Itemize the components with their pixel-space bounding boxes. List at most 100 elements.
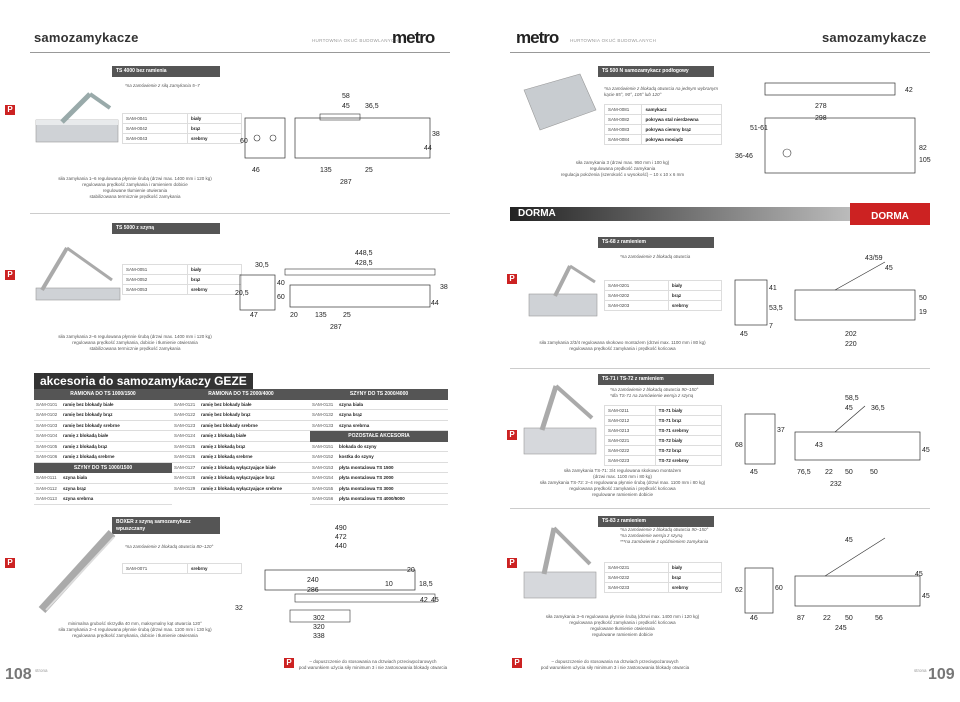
dorma-band-label: DORMA bbox=[518, 208, 556, 219]
accessory-name: ramię z blokadą wyłączyające białe bbox=[201, 464, 276, 470]
dim-label: 25 bbox=[365, 167, 373, 174]
ts83-note3: ***na zamówienie z opóźnieniem zamykania bbox=[620, 539, 709, 544]
ts68-desc: siła zamykania 2/3/4 regulowana skokowo … bbox=[539, 340, 706, 351]
accessory-code: SAM-0156 bbox=[312, 496, 334, 502]
fire-legend-left: – dopuszczenie do stosowania na drzwiach… bbox=[298, 659, 448, 670]
dim-label: 46 bbox=[252, 167, 260, 174]
dim-label: 448,5 bbox=[355, 250, 373, 257]
dim-label: 50 bbox=[845, 469, 853, 476]
acc-col-header: SZYNY DO TS 2000/4000 bbox=[310, 389, 448, 400]
ts83-drawing: 45 45 60 62 46 87 22 50 56 245 45 bbox=[735, 528, 935, 633]
dim-label: 43/59 bbox=[865, 255, 883, 262]
divider bbox=[510, 508, 930, 509]
dim-label: 50 bbox=[845, 615, 853, 622]
dim-label: 45 bbox=[915, 571, 923, 578]
dim-label: 36,5 bbox=[871, 405, 885, 412]
dim-label: 22 bbox=[825, 469, 833, 476]
accessory-name: ramię bez blokady brąz bbox=[201, 412, 251, 418]
strona-label: strona bbox=[914, 668, 927, 673]
ts4000-drawing: 58 45 36,5 38 60 46 135 25 287 44 bbox=[240, 88, 450, 188]
dim-label: 22 bbox=[823, 615, 831, 622]
dim-label: 76,5 bbox=[797, 469, 811, 476]
fire-badge-legend: P bbox=[512, 658, 522, 668]
left-page-title: samozamykacze bbox=[34, 30, 139, 45]
ts500n-drawing: 278 298 42 51-61 36-46 82 105 bbox=[735, 78, 935, 188]
ts83-desc: siła zamykania 3–6 regulowana płynnie śr… bbox=[545, 614, 700, 637]
ts68-title: TS-68 z ramieniem bbox=[598, 237, 714, 248]
accessory-row: SAM-0128 ramię z blokadą wyłączyające brą… bbox=[172, 473, 310, 484]
dorma-logo: DORMA bbox=[850, 203, 930, 225]
accessory-code: SAM-0111 bbox=[36, 475, 57, 481]
accessory-name: ramię z blokadą wyłączyające srebrne bbox=[201, 485, 283, 491]
accessory-name: płyta montażowa TS 2000 bbox=[339, 475, 394, 481]
accessory-code: SAM-0103 bbox=[36, 422, 58, 428]
dim-label: 68 bbox=[735, 442, 743, 449]
accessory-name: szyna biała bbox=[339, 401, 364, 407]
accessory-code: SAM-0126 bbox=[174, 454, 196, 460]
accessory-name: płyta montażowa TS 3000 bbox=[339, 485, 394, 491]
dim-label: 45 bbox=[740, 331, 748, 338]
fire-badge: P bbox=[507, 274, 517, 284]
boxer-title: BOXER z szyną samozamykacz wpuszczany bbox=[112, 517, 220, 534]
accessory-code: SAM-0152 bbox=[312, 454, 334, 460]
dim-label: 30,5 bbox=[255, 262, 269, 269]
dim-label: 20 bbox=[290, 312, 298, 319]
dim-label: 45 bbox=[845, 537, 853, 544]
dim-label: 87 bbox=[797, 615, 805, 622]
dim-label: 202 bbox=[845, 331, 857, 338]
dim-label: 287 bbox=[340, 179, 352, 186]
accessory-name: szyna srebrna bbox=[339, 422, 370, 428]
accessory-name: ramię bez blokady srebrne bbox=[63, 422, 120, 428]
dim-label: 472 bbox=[335, 534, 347, 541]
right-page: metro HURTOWNIA OKUĆ BUDOWLANYCH samozam… bbox=[480, 0, 960, 702]
ts83-product-image bbox=[520, 520, 600, 605]
dim-label: 220 bbox=[845, 341, 857, 348]
dim-label: 40 bbox=[277, 280, 285, 287]
ts71-drawing: 58,5 45 36,5 37 68 43 45 76,5 22 50 50 2… bbox=[735, 392, 935, 492]
dim-label: 135 bbox=[315, 312, 327, 319]
dim-label: 45 bbox=[885, 265, 893, 272]
accessory-name: szyna biała bbox=[63, 475, 88, 481]
acc-col-header: SZYNY DO TS 1000/1500 bbox=[34, 462, 172, 473]
accessory-code: SAM-0128 bbox=[174, 475, 196, 481]
accessory-code: SAM-0101 bbox=[36, 401, 58, 407]
dim-label: 338 bbox=[313, 633, 325, 640]
dim-label: 53,5 bbox=[769, 305, 783, 312]
ts68-note: *na zamówienie z blokadą otwarcia bbox=[620, 254, 691, 259]
accessory-name: ramię z blokadą brąz bbox=[201, 443, 246, 449]
accessory-code: SAM-0131 bbox=[312, 401, 334, 407]
boxer-product-image bbox=[32, 525, 122, 615]
accessory-name: ramię z blokadą wyłączyające brąz bbox=[201, 475, 275, 481]
dim-label: 38 bbox=[432, 131, 440, 138]
ts83-note2: *na zamówienie wersja z szyną bbox=[620, 533, 683, 538]
dim-label: 46 bbox=[750, 615, 758, 622]
accessory-code: SAM-0129 bbox=[174, 485, 196, 491]
